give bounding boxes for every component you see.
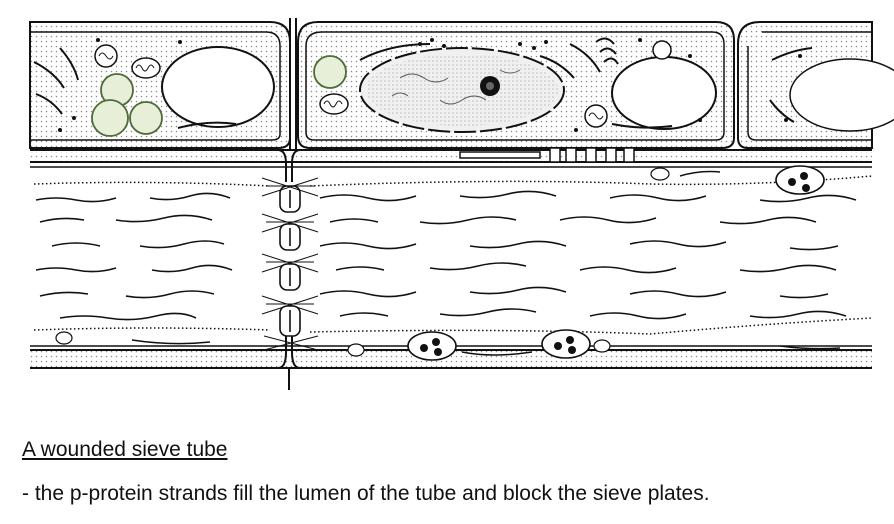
- sieve-tube-wall-top: [30, 149, 872, 168]
- mitochondrion: [584, 104, 608, 128]
- chloroplast: [129, 101, 163, 135]
- sieve-element-plastid: [775, 165, 825, 195]
- vacuole-right: [789, 58, 894, 132]
- sieve-element-plastid: [407, 331, 457, 361]
- nucleus: [359, 47, 565, 133]
- mitochondrion: [55, 167, 670, 357]
- plasmodesmata: [459, 147, 635, 163]
- sieve-tube-diagram: [29, 18, 894, 390]
- sieve-element-plastid: [541, 329, 591, 359]
- p-protein-plug: [261, 177, 319, 351]
- mitochondrion: [131, 57, 161, 79]
- endoplasmic-reticulum: [33, 37, 813, 129]
- sieve-plate-pores: [279, 185, 301, 337]
- ribosome-dots: [58, 38, 802, 132]
- sieve-plate-wall: [277, 18, 301, 390]
- plasma-membrane: [33, 175, 873, 335]
- mitochondrion: [652, 40, 672, 60]
- caption-title: A wounded sieve tube: [22, 438, 228, 461]
- mitochondrion: [94, 44, 118, 68]
- caption-description: - the p-protein strands fill the lumen o…: [22, 482, 710, 505]
- vacuole-left: [161, 46, 275, 128]
- mitochondrion: [319, 93, 349, 115]
- p-protein-strands: [35, 190, 857, 321]
- chloroplast: [91, 99, 129, 137]
- chloroplast: [313, 55, 347, 89]
- endoplasmic-reticulum-lumen: [131, 170, 841, 356]
